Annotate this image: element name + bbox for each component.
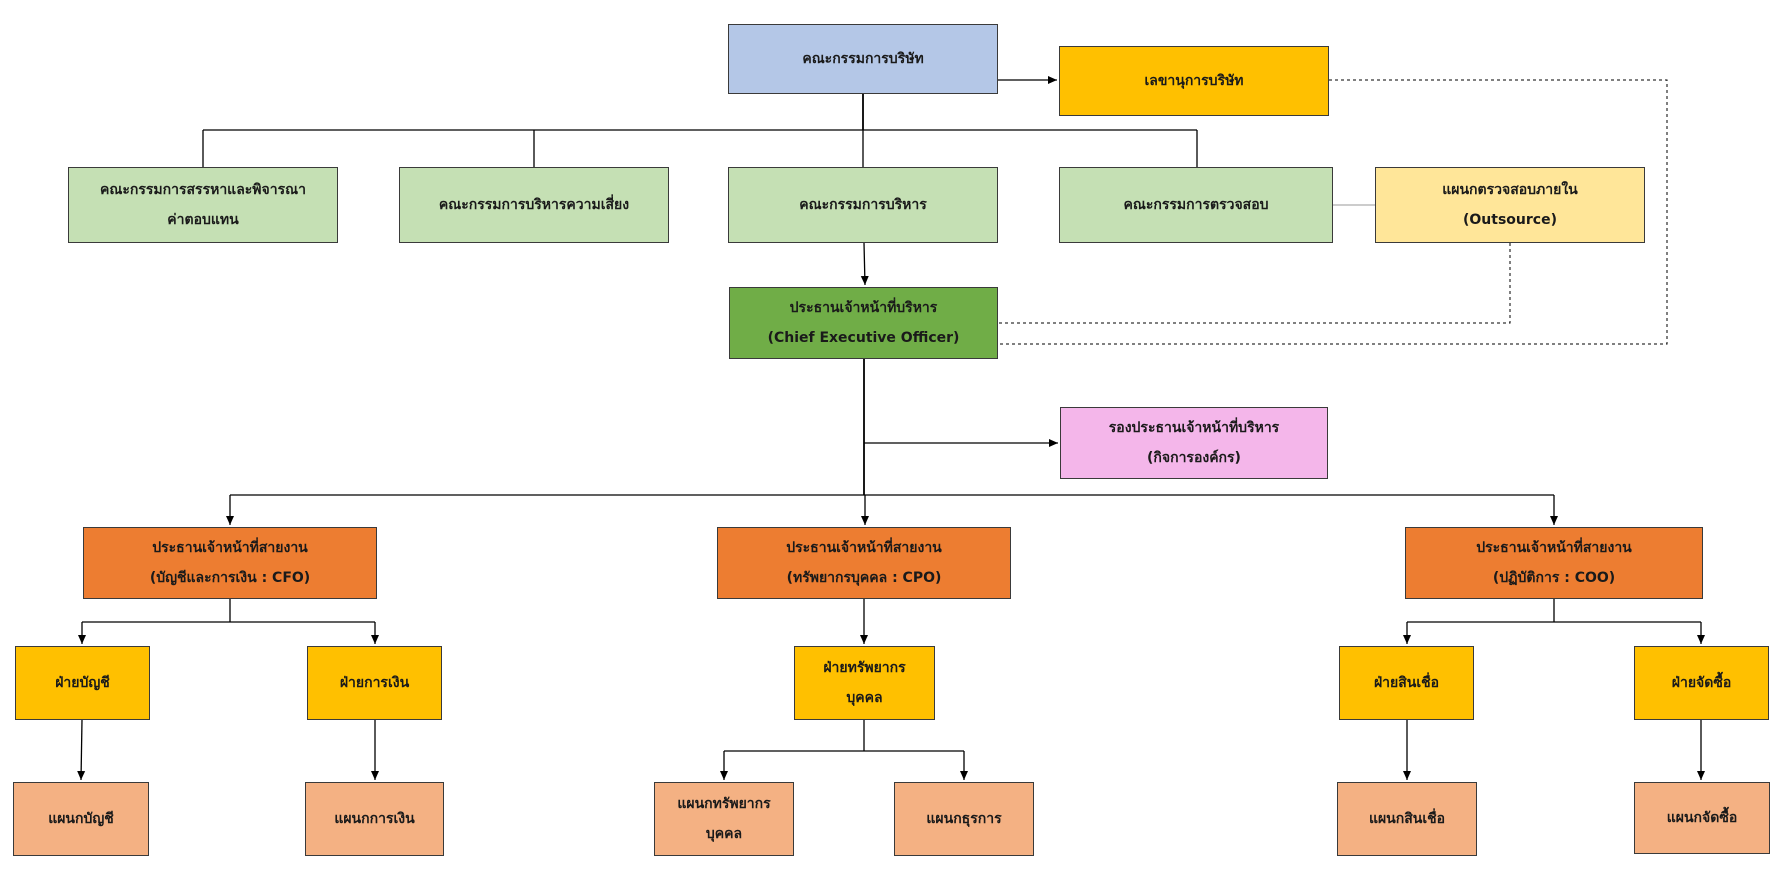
- cfo-label: ประธานเจ้าหน้าที่สายงาน (บัญชีและการเงิน …: [150, 533, 310, 593]
- credit-division-label: ฝ่ายสินเชื่อ: [1374, 668, 1439, 698]
- accounting-dept-line-1: แผนกบัญชี: [48, 811, 114, 827]
- finance-department-box: แผนกการเงิน: [305, 782, 444, 856]
- board-label: คณะกรรมการบริษัท: [802, 44, 923, 74]
- internal-audit-dotted: [998, 243, 1511, 324]
- hr-department-box: แผนกทรัพยากรบุคคล: [654, 782, 794, 856]
- credit-division-box: ฝ่ายสินเชื่อ: [1339, 646, 1474, 720]
- ceo-line-2: (Chief Executive Officer): [767, 330, 960, 346]
- risk-committee-box: คณะกรรมการบริหารความเสี่ยง: [399, 167, 669, 243]
- coo-box: ประธานเจ้าหน้าที่สายงาน (ปฏิบัติการ : COO…: [1405, 527, 1703, 599]
- deputy-ceo-label: รองประธานเจ้าหน้าที่บริหาร (กิจการองค์กร): [1109, 413, 1279, 473]
- procurement-department-label: แผนกจัดซื้อ: [1667, 803, 1737, 833]
- deputy-ceo-line-2: (กิจการองค์กร): [1147, 450, 1241, 466]
- credit-dept-line-1: แผนกสินเชื่อ: [1368, 811, 1446, 827]
- nomination-committee-box: คณะกรรมการสรรหาและพิจารณาค่าตอบแทน: [68, 167, 338, 243]
- executive-committee-label: คณะกรรมการบริหาร: [799, 190, 927, 220]
- coo-label: ประธานเจ้าหน้าที่สายงาน (ปฏิบัติการ : COO…: [1476, 533, 1632, 593]
- credit-department-box: แผนกสินเชื่อ: [1337, 782, 1477, 856]
- accounting-department-box: แผนกบัญชี: [13, 782, 149, 856]
- internal-audit-box: แผนกตรวจสอบภายใน (Outsource): [1375, 167, 1645, 243]
- secretary-dotted: [998, 79, 1668, 345]
- procurement-division-box: ฝ่ายจัดซื้อ: [1634, 646, 1769, 720]
- cfo-line-1: ประธานเจ้าหน้าที่สายงาน: [152, 540, 308, 556]
- procurement-dept-line-1: แผนกจัดซื้อ: [1666, 810, 1738, 826]
- hr-department-label: แผนกทรัพยากรบุคคล: [677, 789, 770, 849]
- deputy-ceo-line-1: รองประธานเจ้าหน้าที่บริหาร: [1108, 420, 1280, 436]
- admin-department-box: แผนกธุรการ: [894, 782, 1034, 856]
- finance-department-label: แผนกการเงิน: [334, 804, 414, 834]
- procurement-div-line-1: ฝ่ายจัดซื้อ: [1671, 675, 1732, 691]
- deputy-ceo-box: รองประธานเจ้าหน้าที่บริหาร (กิจการองค์กร): [1060, 407, 1328, 479]
- hr-div-line-2: บุคคล: [846, 690, 883, 706]
- credit-department-label: แผนกสินเชื่อ: [1369, 804, 1445, 834]
- admin-dept-line-1: แผนกธุรการ: [926, 811, 1002, 827]
- cfo-line-2: (บัญชีและการเงิน : CFO): [149, 570, 311, 586]
- audit-committee-label: คณะกรรมการตรวจสอบ: [1124, 190, 1269, 220]
- nomination-committee-line-1: คณะกรรมการสรรหาและพิจารณา: [100, 182, 306, 198]
- ceo-box: ประธานเจ้าหน้าที่บริหาร (Chief Executive …: [729, 287, 998, 359]
- finance-div-line-1: ฝ่ายการเงิน: [339, 675, 410, 691]
- audit-committee-line-1: คณะกรรมการตรวจสอบ: [1123, 197, 1269, 213]
- ceo-label: ประธานเจ้าหน้าที่บริหาร (Chief Executive …: [768, 293, 960, 353]
- cpo-line-2: (ทรัพยากรบุคคล : CPO): [786, 570, 942, 586]
- procurement-department-box: แผนกจัดซื้อ: [1634, 782, 1770, 854]
- secretary-label: เลขานุการบริษัท: [1144, 66, 1243, 96]
- risk-committee-line-1: คณะกรรมการบริหารความเสี่ยง: [438, 197, 630, 213]
- cpo-line-1: ประธานเจ้าหน้าที่สายงาน: [786, 540, 942, 556]
- cfo-box: ประธานเจ้าหน้าที่สายงาน (บัญชีและการเงิน …: [83, 527, 377, 599]
- hr-division-box: ฝ่ายทรัพยากรบุคคล: [794, 646, 935, 720]
- finance-dept-line-1: แผนกการเงิน: [334, 811, 415, 827]
- to-accounting-dept-arrow: [77, 719, 86, 781]
- nomination-committee-label: คณะกรรมการสรรหาและพิจารณาค่าตอบแทน: [100, 175, 306, 235]
- secretary-box: เลขานุการบริษัท: [1059, 46, 1329, 116]
- internal-audit-line-1: แผนกตรวจสอบภายใน: [1442, 182, 1578, 198]
- accounting-div-line-1: ฝ่ายบัญชี: [55, 675, 110, 691]
- credit-div-line-1: ฝ่ายสินเชื่อ: [1373, 675, 1440, 691]
- internal-audit-line-2: (Outsource): [1463, 212, 1557, 228]
- cpo-label: ประธานเจ้าหน้าที่สายงาน (ทรัพยากรบุคคล : …: [786, 533, 942, 593]
- audit-committee-box: คณะกรรมการตรวจสอบ: [1059, 167, 1333, 243]
- secretary-line-1: เลขานุการบริษัท: [1144, 73, 1244, 89]
- hr-dept-line-1: แผนกทรัพยากร: [677, 796, 771, 812]
- nomination-committee-line-2: ค่าตอบแทน: [167, 212, 239, 228]
- finance-division-box: ฝ่ายการเงิน: [307, 646, 442, 720]
- exec-to-ceo-arrow: [860, 242, 869, 286]
- cpo-box: ประธานเจ้าหน้าที่สายงาน (ทรัพยากรบุคคล : …: [717, 527, 1011, 599]
- accounting-division-label: ฝ่ายบัญชี: [55, 668, 110, 698]
- ceo-line-1: ประธานเจ้าหน้าที่บริหาร: [789, 300, 938, 316]
- executive-committee-line-1: คณะกรรมการบริหาร: [799, 197, 927, 213]
- board-box: คณะกรรมการบริษัท: [728, 24, 998, 94]
- internal-audit-label: แผนกตรวจสอบภายใน (Outsource): [1442, 175, 1578, 235]
- executive-committee-box: คณะกรรมการบริหาร: [728, 167, 998, 243]
- board-line-1: คณะกรรมการบริษัท: [802, 51, 924, 67]
- coo-line-1: ประธานเจ้าหน้าที่สายงาน: [1476, 540, 1632, 556]
- finance-division-label: ฝ่ายการเงิน: [340, 668, 409, 698]
- risk-committee-label: คณะกรรมการบริหารความเสี่ยง: [439, 190, 629, 220]
- accounting-department-label: แผนกบัญชี: [48, 804, 114, 834]
- hr-div-line-1: ฝ่ายทรัพยากร: [823, 660, 906, 676]
- hr-division-label: ฝ่ายทรัพยากรบุคคล: [823, 653, 905, 713]
- accounting-division-box: ฝ่ายบัญชี: [15, 646, 150, 720]
- coo-line-2: (ปฏิบัติการ : COO): [1492, 570, 1616, 586]
- procurement-division-label: ฝ่ายจัดซื้อ: [1672, 668, 1731, 698]
- hr-dept-line-2: บุคคล: [705, 826, 743, 842]
- admin-department-label: แผนกธุรการ: [926, 804, 1001, 834]
